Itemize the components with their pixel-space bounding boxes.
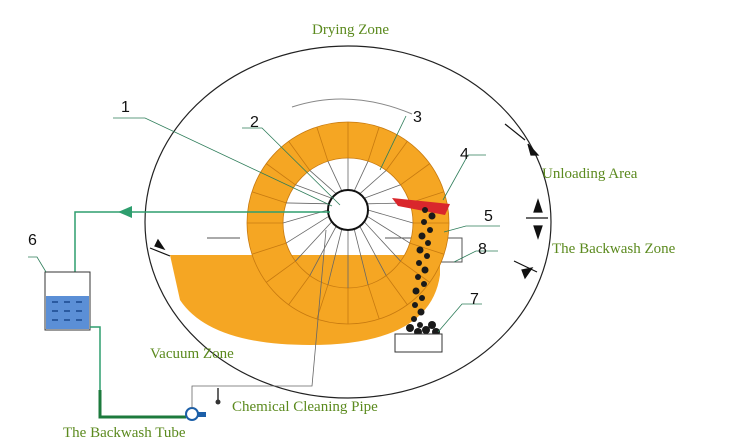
cake-particle [425, 240, 431, 246]
drum-sector-line [400, 260, 430, 283]
pump-icon [185, 407, 199, 421]
cake-particle [411, 316, 417, 322]
drum-spoke [364, 184, 401, 199]
drum-spoke [327, 228, 343, 285]
drum-sector-line [266, 260, 296, 283]
callout-1: 1 [121, 99, 130, 116]
drum-spoke [285, 215, 330, 244]
callout-6: 6 [28, 232, 37, 249]
label-vacuum-zone: Vacuum Zone [150, 346, 234, 362]
backwash-tube [90, 326, 186, 418]
chemical-cleaning-valve-head [215, 399, 221, 405]
drum-spoke [295, 184, 332, 199]
pump-base [198, 412, 206, 417]
callout-3: 3 [413, 109, 422, 126]
drum-spoke [359, 225, 387, 276]
drum-spoke [327, 161, 343, 192]
cake-particle [412, 302, 418, 308]
cake-particle [424, 253, 430, 259]
label-backwash-tube: The Backwash Tube [63, 425, 186, 441]
drum-spoke [309, 225, 337, 276]
chemical-cleaning-pipe-line [191, 229, 327, 408]
label-unloading-area: Unloading Area [542, 166, 638, 182]
drum-spoke [353, 161, 369, 192]
drum-sector-line [385, 275, 408, 305]
rotation-arc [291, 98, 413, 115]
drum-spoke [295, 221, 333, 262]
drum-sector-line [367, 126, 380, 162]
vacuum-pipe [74, 211, 330, 272]
drum-sector-line [316, 126, 329, 162]
cake-particle [419, 295, 425, 301]
cake-particle [428, 212, 436, 220]
drum-sector-line [385, 141, 408, 171]
label-chemical-cleaning-pipe: Chemical Cleaning Pipe [232, 399, 378, 415]
drum-spokes [282, 158, 414, 288]
cake-particle [416, 246, 424, 254]
tank-water [46, 296, 89, 329]
drum-sector-line [288, 141, 311, 171]
leader-lines [28, 115, 500, 333]
callout-7: 7 [470, 291, 479, 308]
drum-sector-line [288, 275, 311, 305]
drum-spoke [367, 209, 414, 224]
cake-particle [406, 324, 414, 332]
callout-5: 5 [484, 208, 493, 225]
tank-water-marks [52, 301, 82, 321]
drum-sector-line [367, 284, 380, 320]
label-drying-zone: Drying Zone [312, 22, 389, 38]
drum-sector-line [400, 163, 430, 186]
drum-hub [327, 189, 369, 231]
callout-2: 2 [250, 114, 259, 131]
callout-8: 8 [478, 241, 487, 258]
label-backwash-zone: The Backwash Zone [552, 241, 676, 257]
drum-sector-line [266, 163, 296, 186]
scraper-blade [392, 198, 450, 215]
drum-sector-line [409, 242, 445, 255]
cake-particle [427, 227, 433, 233]
drum-spoke [359, 170, 387, 195]
cake-particle [422, 207, 428, 213]
zone-boundary-ticks [149, 123, 548, 280]
cake-particle [421, 219, 427, 225]
cake-particle [417, 322, 423, 328]
drum-spoke [363, 221, 401, 262]
backwash-tube-thick [98, 390, 186, 419]
drum-spoke [353, 228, 369, 285]
falling-cake [406, 207, 440, 336]
callout-4: 4 [460, 146, 469, 163]
cake-particle [422, 326, 430, 334]
cake-particle [415, 274, 421, 280]
vacuum-pipe-arrow [118, 206, 132, 218]
drum-sector-line [251, 242, 287, 255]
drum-spoke [309, 170, 337, 195]
drum-spoke [366, 215, 411, 244]
collecting-box [394, 333, 443, 353]
cake-particle [412, 287, 420, 295]
cake-particle [416, 260, 422, 266]
cake-particle [418, 232, 426, 240]
cake-particle [421, 281, 427, 287]
cake-particle [421, 266, 429, 274]
cake-particle [417, 308, 425, 316]
zone-ellipse [144, 45, 552, 399]
drum-spoke [286, 202, 329, 205]
drum-sector-line [251, 191, 287, 204]
drum-sector-lines [247, 122, 449, 324]
cake-particle [428, 321, 436, 329]
